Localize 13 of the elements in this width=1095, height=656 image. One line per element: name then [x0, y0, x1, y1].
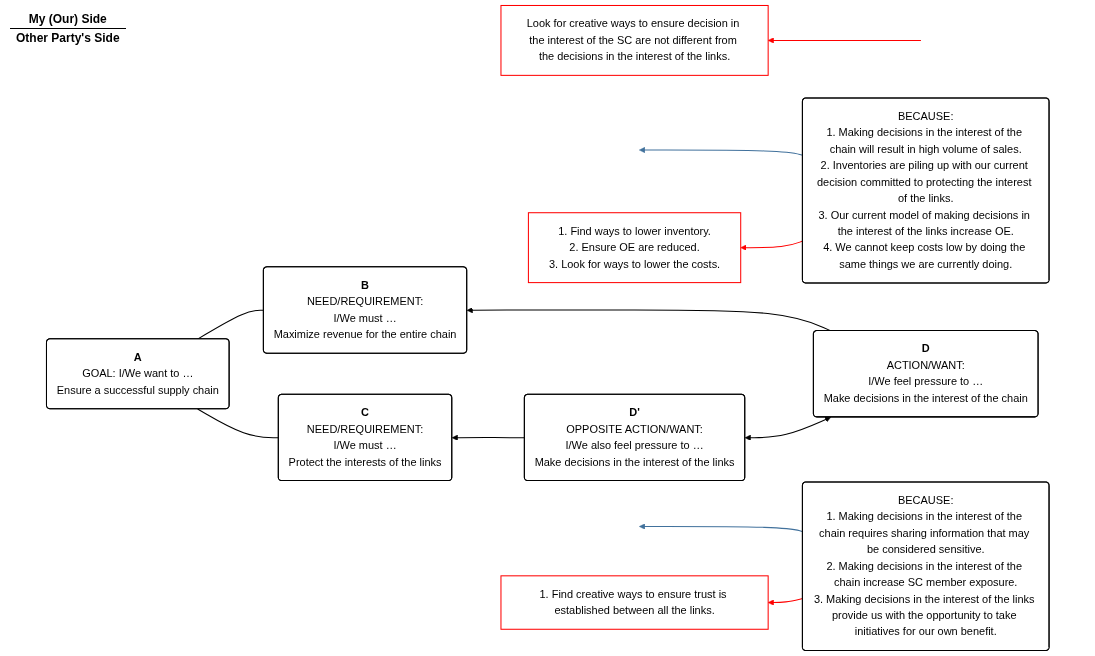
arrow — [451, 434, 525, 441]
arrow — [744, 416, 831, 441]
side-label: My (Our) Side — [10, 10, 126, 29]
node-box: 1. Find ways to lower inventory. 2. Ensure OE are reduced. 3. Look for ways to lower the costs. — [527, 212, 741, 284]
node-box: 1. Find creative ways to ensure trust is established between all the links. — [500, 575, 769, 630]
arrow — [638, 523, 803, 533]
arrow — [767, 597, 803, 606]
arrow — [767, 37, 922, 44]
node-box: Look for creative ways to ensure decision in the interest of the SC are not different from the decisions in the interest of the links. — [500, 4, 769, 76]
side-label: Other Party's Side — [15, 30, 121, 47]
arrow — [638, 147, 803, 156]
arrow — [740, 240, 803, 251]
connector — [196, 408, 279, 439]
